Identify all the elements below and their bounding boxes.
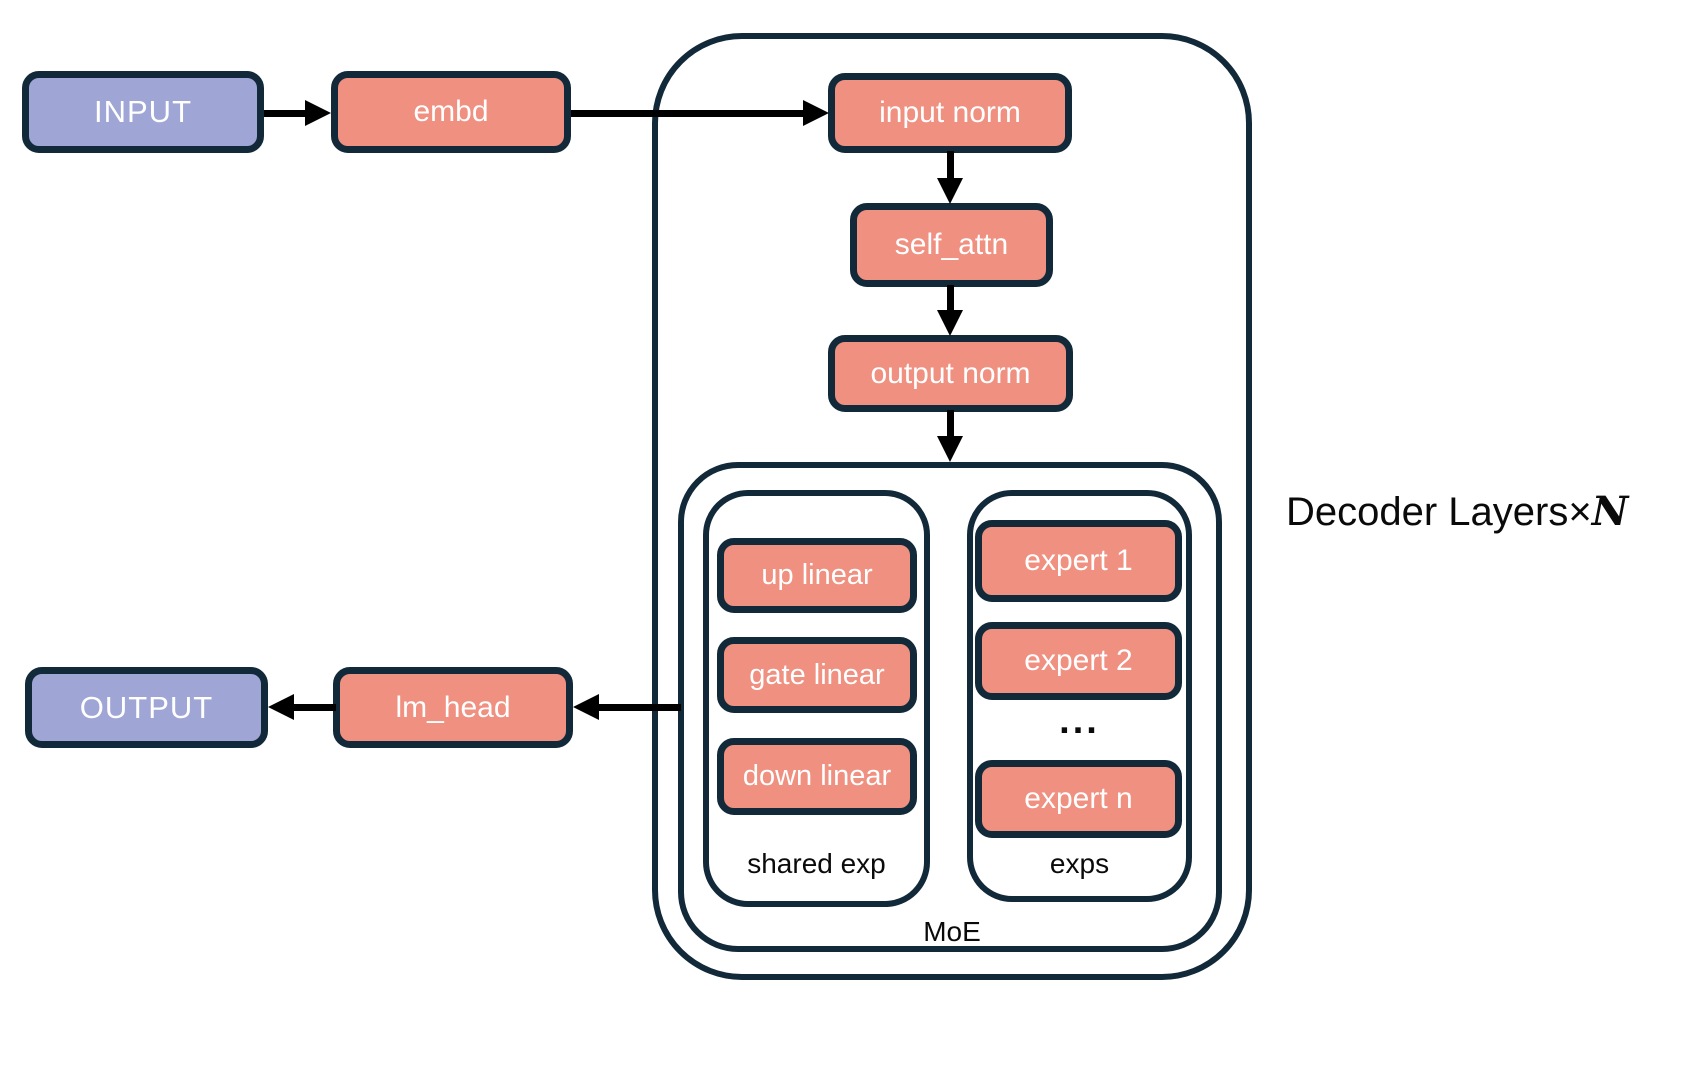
arrow-stem — [571, 110, 805, 117]
arrow-head — [305, 100, 331, 126]
arrow-stem — [947, 410, 954, 438]
experts-ellipsis: ... — [1059, 700, 1100, 742]
node-gate-linear: gate linear — [717, 637, 917, 713]
arrow-head — [937, 178, 963, 204]
node-up-linear: up linear — [717, 538, 917, 613]
node-expert-1: expert 1 — [975, 520, 1182, 602]
node-down-linear: down linear — [717, 738, 917, 815]
arrow-stem — [264, 110, 308, 117]
node-input-norm: input norm — [828, 73, 1072, 153]
arrow-stem — [597, 704, 681, 711]
times-symbol: × — [1568, 490, 1592, 534]
layer-count-n: N — [1591, 488, 1629, 535]
node-input: INPUT — [22, 71, 264, 153]
moe-label: MoE — [923, 916, 981, 947]
exps-label: exps — [1049, 848, 1110, 879]
arrow-head — [803, 100, 829, 126]
node-embd: embd — [331, 71, 571, 153]
decoder-layers-text: Decoder Layers — [1286, 490, 1569, 534]
node-self-attn: self_attn — [850, 203, 1053, 287]
arrow-stem — [947, 285, 954, 312]
node-output-norm: output norm — [828, 335, 1073, 412]
arrow-stem — [947, 151, 954, 180]
exps-panel — [967, 490, 1192, 902]
decoder-layers-title: Decoder Layers×N — [1286, 488, 1628, 535]
shared-exp-panel — [703, 490, 930, 907]
shared-exp-label: shared exp — [747, 848, 886, 879]
node-expert-2: expert 2 — [975, 622, 1182, 700]
arrow-head — [937, 310, 963, 336]
arrow-head — [268, 694, 294, 720]
node-expert-n: expert n — [975, 760, 1182, 838]
arrow-stem — [292, 704, 336, 711]
node-lm-head: lm_head — [333, 667, 573, 748]
arrow-head — [937, 436, 963, 462]
arrow-head — [573, 694, 599, 720]
decoder-layers-container — [652, 33, 1252, 980]
moe-container — [678, 462, 1222, 952]
node-output: OUTPUT — [25, 667, 268, 748]
